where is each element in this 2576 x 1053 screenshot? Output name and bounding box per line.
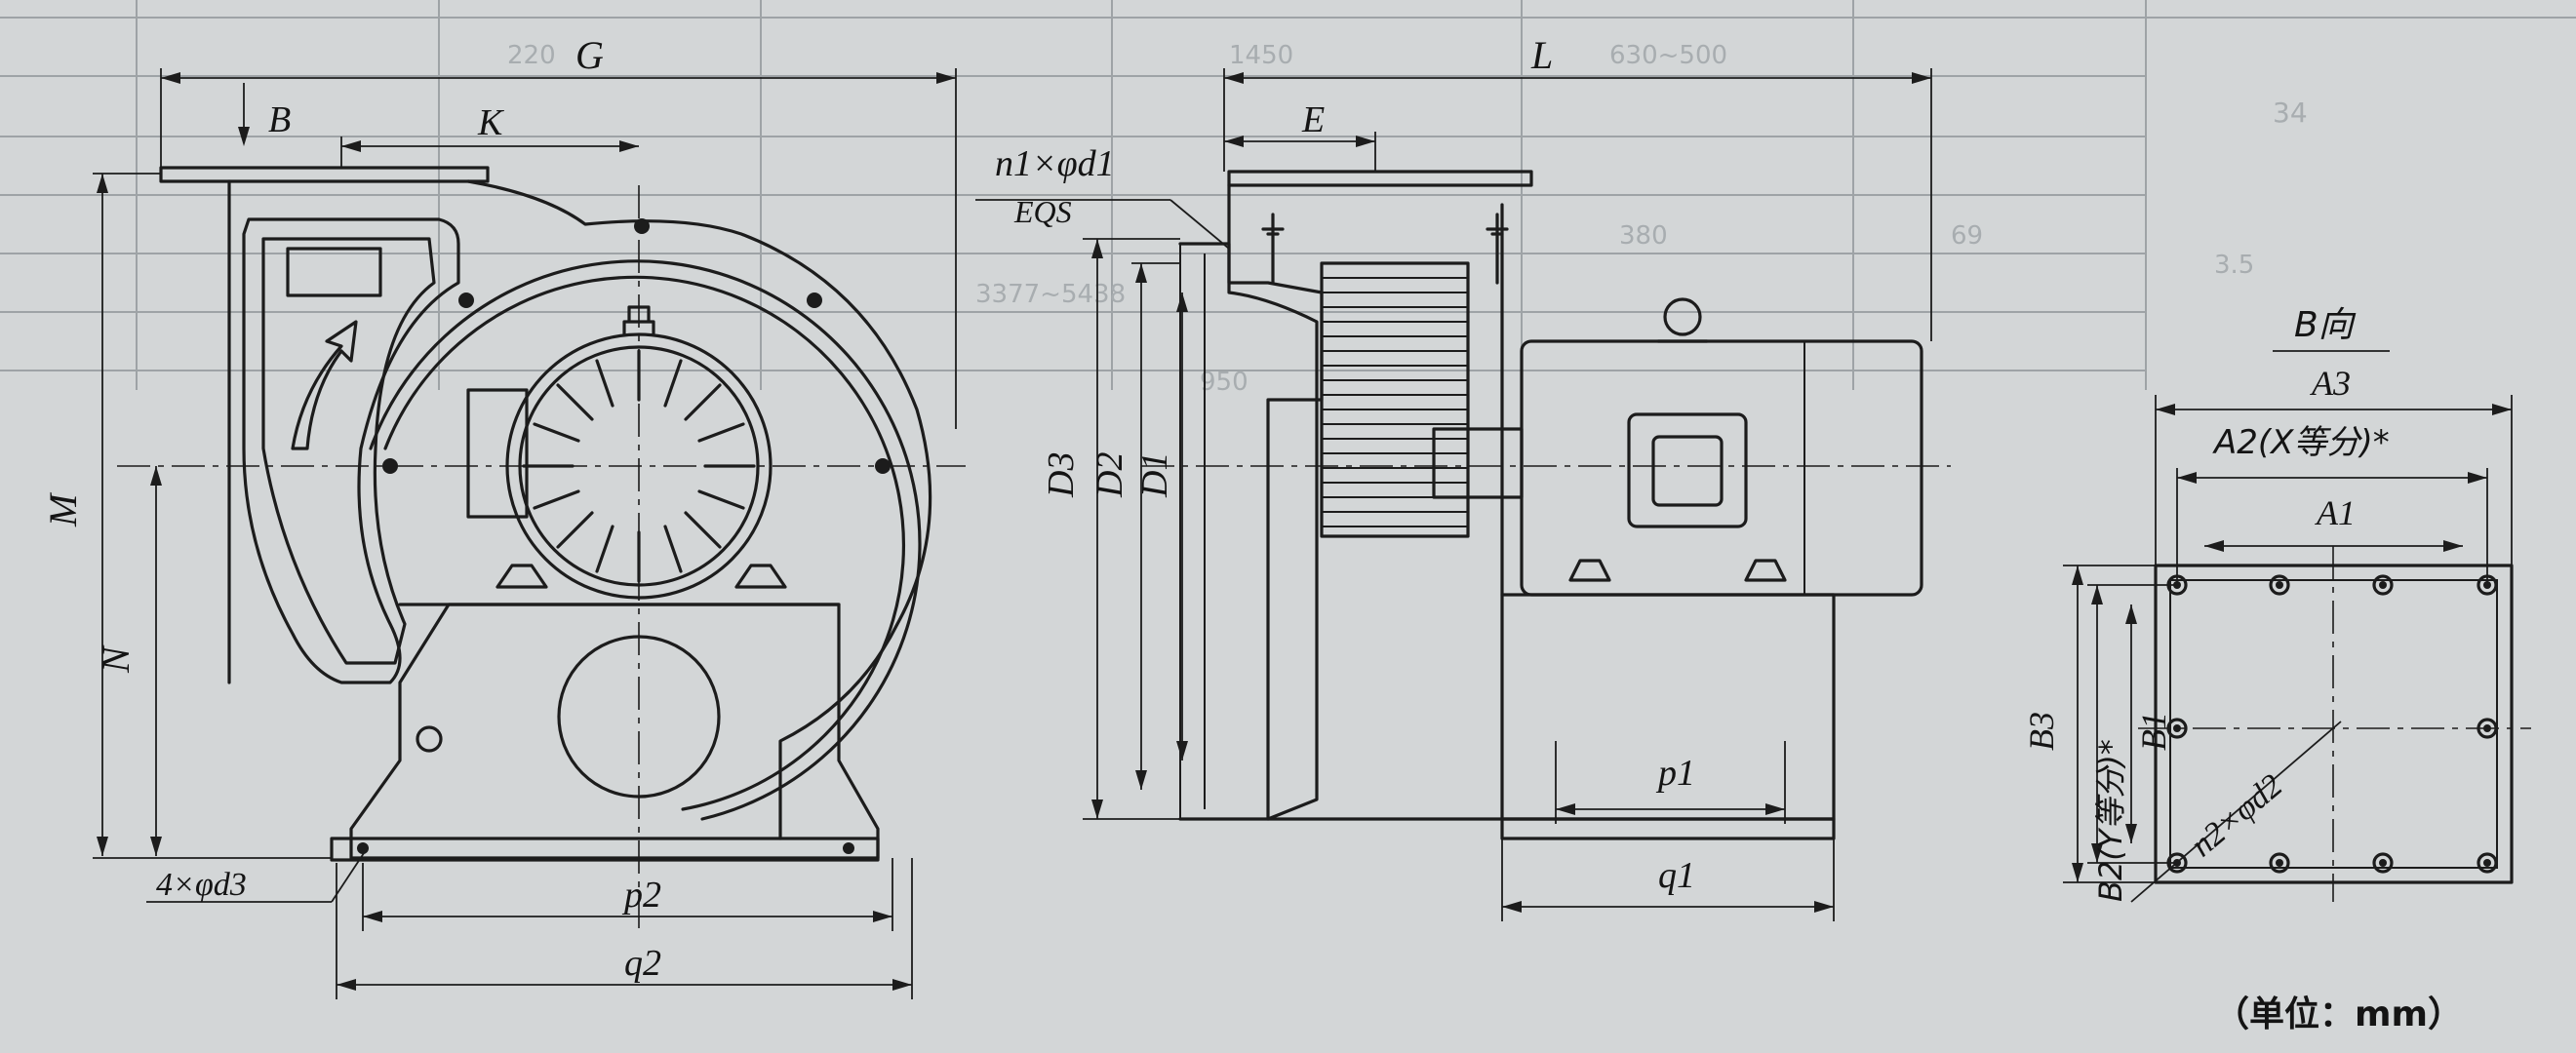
base-plate <box>330 837 880 862</box>
bg-cell: 380 <box>1619 221 1668 251</box>
motor-lifting-eye <box>1663 297 1702 336</box>
b-view-A2: A2(X等分)* <box>2212 423 2390 462</box>
casing-bolt <box>634 218 650 234</box>
volute-outline <box>369 259 922 821</box>
b-view-B1: B1 <box>2134 712 2173 751</box>
bg-cell: 220 <box>507 41 556 70</box>
n1-d1-label: n1×φd1 <box>995 143 1115 184</box>
side-view <box>1141 170 1951 840</box>
bolt-base-label: 4×φd3 <box>156 867 247 903</box>
outlet-flange <box>159 166 490 183</box>
dim-L-label: L <box>1530 33 1553 77</box>
b-view-A3: A3 <box>2310 364 2351 403</box>
bg-cell: 3377~5438 <box>975 280 1126 309</box>
b-view-B2: B2(Y等分)* <box>2092 739 2129 902</box>
side-top-bolts <box>1261 213 1509 285</box>
b-view-holes <box>2166 574 2498 874</box>
base-bolt <box>843 842 854 854</box>
dim-D3-label: D3 <box>1041 452 1082 498</box>
side-casing <box>1227 183 1504 821</box>
motor-mount-bolts <box>1568 559 1787 582</box>
front-view <box>117 166 966 936</box>
dim-B-label: B <box>268 99 291 140</box>
volute-inner <box>383 275 906 811</box>
bg-cell: 630~500 <box>1609 41 1727 70</box>
inlet-cone <box>1178 242 1319 821</box>
b-view-B3: B3 <box>2022 712 2061 751</box>
unit-note: （单位：mm） <box>2214 994 2463 1034</box>
side-base <box>1500 817 1836 840</box>
bg-cell: 1450 <box>1229 41 1293 70</box>
dim-G-label: G <box>575 33 604 77</box>
b-view-title: B向 <box>2294 305 2357 345</box>
bg-cell: 69 <box>1951 221 1983 251</box>
dim-K-label: K <box>477 102 504 143</box>
pedestal <box>349 603 880 860</box>
dim-E-label: E <box>1301 99 1325 140</box>
dim-q1-label: q1 <box>1658 855 1695 896</box>
bg-cell: 3.5 <box>2214 251 2254 280</box>
dim-D1-label: D1 <box>1134 452 1175 498</box>
eqs-label: EQS <box>1013 194 1072 229</box>
dim-N-label: N <box>94 644 138 674</box>
side-outlet-flange <box>1227 170 1533 187</box>
outlet-duct-inner <box>261 237 436 665</box>
rotation-arrow-icon <box>291 320 358 450</box>
front-dimensions: G B K M N 4×φd3 p2 q2 <box>41 33 957 999</box>
nameplate <box>286 247 382 297</box>
impeller-ribs <box>1320 261 1470 538</box>
dim-q2-label: q2 <box>624 943 661 984</box>
outlet-duct <box>242 217 460 684</box>
volute-casing <box>227 179 932 840</box>
dim-p1-label: p1 <box>1655 753 1695 794</box>
dim-M-label: M <box>41 491 85 527</box>
casing-bolt <box>458 292 474 308</box>
motor-terminal-box <box>1627 412 1748 528</box>
motor-foot-bolts <box>495 564 787 589</box>
bg-cell: 950 <box>1200 368 1248 397</box>
background-table: 220 1450 630~500 34 69 380 3377~5438 3.5… <box>0 0 2576 397</box>
n2-d2-label: n2×φd2 <box>2184 767 2289 864</box>
base-bolt <box>357 842 369 854</box>
casing-bolt <box>807 292 822 308</box>
side-bolt <box>416 725 443 753</box>
motor-block <box>466 388 529 519</box>
b-view-A1: A1 <box>2315 493 2356 532</box>
motor-terminal-box-inner <box>1651 435 1724 507</box>
dim-p2-label: p2 <box>621 875 661 916</box>
b-view: B向 A3 A2(X等分)* A1 <box>2022 305 2531 1034</box>
bg-cell: 34 <box>2273 97 2308 129</box>
side-dimensions: L E n1×φd1 EQS D3 D2 D1 p1 <box>975 33 1932 921</box>
dim-D2-label: D2 <box>1090 452 1130 498</box>
